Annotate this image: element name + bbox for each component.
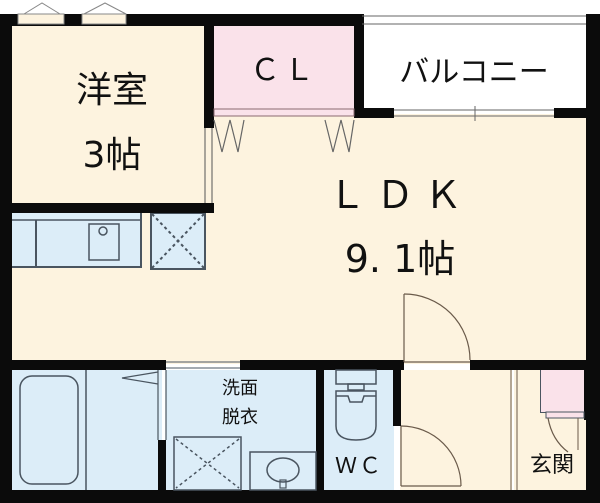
western-room-size: 3帖 xyxy=(82,135,142,176)
wall-wet-top-left xyxy=(0,360,166,370)
wall-wet-top-right xyxy=(470,360,600,370)
wall-entry-right xyxy=(584,360,600,420)
folding-door-icon xyxy=(324,119,355,153)
bathtub-icon xyxy=(19,375,79,485)
folding-door-icon xyxy=(213,119,245,153)
ldk-size: 9. 1帖 xyxy=(344,237,456,281)
hallway xyxy=(400,370,512,490)
entrance-label: 玄関 xyxy=(529,453,574,478)
wall-room-divider xyxy=(204,14,214,128)
closet-room xyxy=(212,24,354,118)
ldk-room xyxy=(210,114,588,364)
washbasin-icon xyxy=(249,451,317,491)
door-swing-icon xyxy=(400,425,462,487)
ldk-label: ＬＤＫ xyxy=(327,173,472,217)
western-room-name: 洋室 xyxy=(75,70,148,111)
closet-label: ＣＬ xyxy=(250,53,318,88)
wall-bath-divider xyxy=(158,440,166,492)
sink-icon xyxy=(88,223,120,261)
washer-space-icon xyxy=(173,436,242,491)
toilet-icon xyxy=(335,369,377,441)
toilet-label: ＷＣ xyxy=(334,454,383,479)
wall-balcony-left-stub xyxy=(354,108,394,118)
wall-bottom xyxy=(0,490,600,503)
balcony-label: バルコニー xyxy=(399,55,549,90)
wall-closet-right xyxy=(354,14,364,118)
door-swing-icon xyxy=(547,417,569,453)
western-room xyxy=(12,18,210,206)
kitchen-counter xyxy=(12,212,142,268)
shoe-cabinet xyxy=(540,370,587,413)
balcony-area xyxy=(362,22,586,110)
door-swing-icon xyxy=(403,293,471,363)
wall-wc-left xyxy=(316,360,324,492)
washroom-label-line2: 脱衣 xyxy=(222,407,258,428)
washroom-label-line1: 洗面 xyxy=(222,378,258,399)
bathroom xyxy=(12,370,162,490)
wall-left xyxy=(0,14,12,503)
wall-balcony-right-stub xyxy=(554,108,594,118)
wall-wc-right xyxy=(393,360,401,426)
door-icon xyxy=(121,371,159,385)
wall-room-bottom xyxy=(0,203,214,213)
window-icon xyxy=(17,2,127,25)
